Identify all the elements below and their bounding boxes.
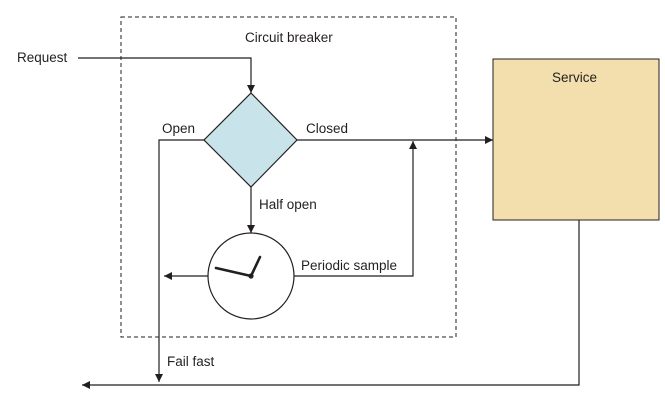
- service-box: [492, 58, 660, 221]
- fail-fast-label: Fail fast: [167, 354, 215, 369]
- periodic-sample-arrow: [294, 141, 417, 277]
- periodic-sample-label: Periodic sample: [301, 258, 397, 273]
- closed-label: Closed: [306, 121, 348, 136]
- decision-diamond: [203, 92, 298, 188]
- request-arrow: [78, 57, 255, 93]
- request-label: Request: [17, 50, 68, 65]
- open-label: Open: [162, 121, 195, 136]
- circuit-breaker-label: Circuit breaker: [245, 30, 333, 45]
- open-path: [155, 139, 204, 382]
- circuit-breaker-boundary: [120, 16, 457, 338]
- clock-icon: [207, 232, 295, 320]
- service-return-arrow: [82, 220, 580, 389]
- service-label: Service: [552, 70, 597, 85]
- half-open-label: Half open: [259, 197, 317, 212]
